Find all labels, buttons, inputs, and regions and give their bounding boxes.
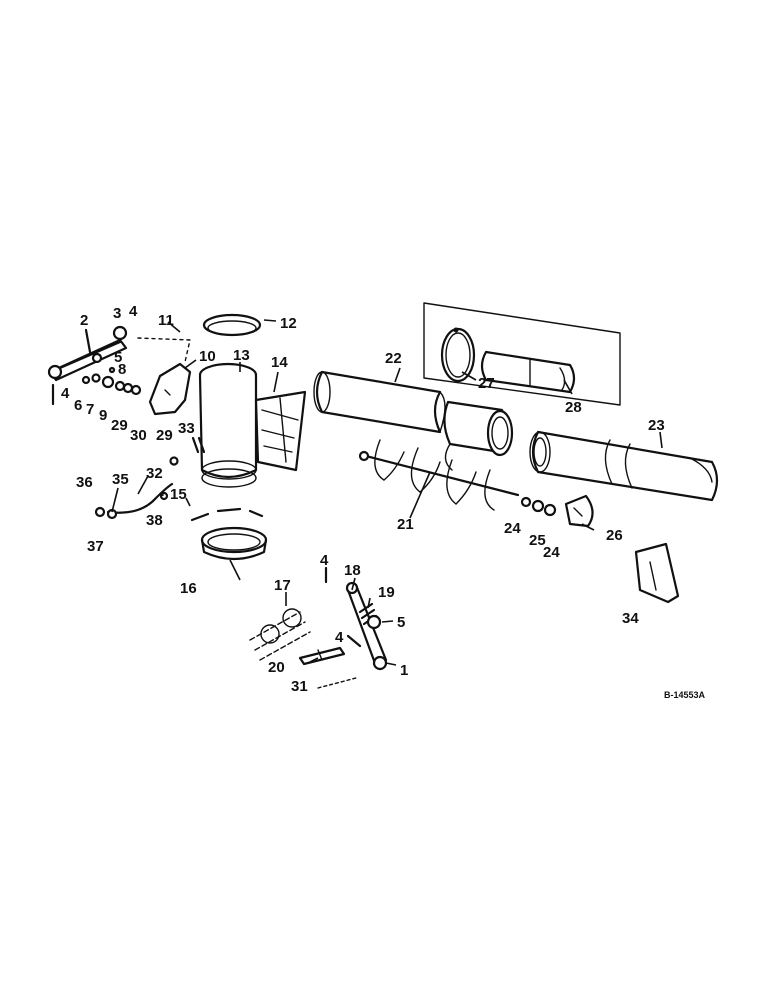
spout-14 bbox=[254, 390, 307, 472]
cover-plate-10 bbox=[148, 362, 192, 416]
callout-26: 26 bbox=[606, 527, 623, 544]
callout-11: 11 bbox=[158, 312, 174, 329]
callout-17: 17 bbox=[274, 577, 291, 594]
callout-8: 8 bbox=[118, 361, 126, 378]
callout-4c: 4 bbox=[320, 552, 329, 569]
callout-4b: 4 bbox=[61, 385, 70, 402]
bolt-4-lower bbox=[324, 566, 362, 648]
callout-23: 23 bbox=[648, 417, 665, 434]
callout-6: 6 bbox=[74, 397, 82, 414]
cap-12 bbox=[202, 313, 262, 337]
tube-flanged bbox=[443, 400, 514, 471]
callout-12: 12 bbox=[280, 315, 297, 332]
callout-25: 25 bbox=[529, 532, 546, 549]
callout-14: 14 bbox=[271, 354, 288, 371]
tube-35 bbox=[106, 482, 174, 514]
callout-9: 9 bbox=[99, 407, 107, 424]
callout-5: 5 bbox=[114, 349, 122, 366]
callout-21: 21 bbox=[397, 516, 414, 533]
sprocket-17 bbox=[249, 608, 311, 661]
callout-32: 32 bbox=[146, 465, 163, 482]
reference-code: B-14553A bbox=[664, 690, 706, 700]
cap-26 bbox=[564, 494, 594, 528]
key-31 bbox=[317, 677, 357, 689]
segments-15 bbox=[190, 507, 264, 522]
bearing-24-25 bbox=[520, 496, 557, 517]
leader-lines bbox=[111, 319, 663, 666]
callout-10: 10 bbox=[199, 348, 216, 365]
chute-34 bbox=[634, 542, 680, 604]
callout-4: 4 bbox=[129, 303, 138, 320]
callout-37: 37 bbox=[87, 538, 104, 555]
fitting-32 bbox=[169, 456, 179, 466]
callout-33: 33 bbox=[178, 420, 195, 437]
tube-23 bbox=[529, 430, 719, 502]
trough-28 bbox=[480, 350, 576, 394]
callout-24b: 24 bbox=[543, 544, 560, 561]
callout-15: 15 bbox=[170, 486, 187, 503]
callout-1: 1 bbox=[400, 662, 408, 679]
callout-30: 30 bbox=[130, 427, 147, 444]
callout-18: 18 bbox=[344, 562, 361, 579]
callout-2: 2 bbox=[80, 312, 88, 329]
shaft-20 bbox=[298, 646, 346, 666]
plate-5-assembly bbox=[47, 338, 128, 406]
callout-7: 7 bbox=[86, 401, 94, 418]
callout-35: 35 bbox=[112, 471, 129, 488]
gasket-11 bbox=[137, 337, 191, 363]
panel-frame bbox=[423, 302, 621, 406]
callout-36: 36 bbox=[76, 474, 93, 491]
callout-27: 27 bbox=[478, 375, 495, 392]
callout-29a: 29 bbox=[111, 417, 128, 434]
callout-20: 20 bbox=[268, 659, 285, 676]
callout-19: 19 bbox=[378, 584, 395, 601]
housing-13 bbox=[198, 362, 258, 488]
band-clamp-27 bbox=[440, 327, 476, 383]
callout-3: 3 bbox=[113, 305, 121, 322]
small-washers-6-7-8-9 bbox=[81, 366, 116, 389]
callout-24a: 24 bbox=[504, 520, 521, 537]
pin-33 bbox=[191, 436, 206, 454]
nuts-29-30 bbox=[114, 380, 142, 396]
callout-16: 16 bbox=[180, 580, 197, 597]
callout-13: 13 bbox=[233, 347, 250, 364]
callout-numbers: 2 3 4 11 12 5 10 13 14 8 4 6 7 9 29 30 2… bbox=[61, 303, 665, 695]
callout-4d: 4 bbox=[335, 629, 344, 646]
washer-3 bbox=[112, 325, 128, 341]
callout-5b: 5 bbox=[397, 614, 405, 631]
callout-31: 31 bbox=[291, 678, 308, 695]
nut-5-lower bbox=[366, 614, 382, 630]
callout-34: 34 bbox=[622, 610, 639, 627]
callout-28: 28 bbox=[565, 399, 582, 416]
ring-16 bbox=[200, 526, 268, 561]
callout-22: 22 bbox=[385, 350, 402, 367]
tube-22 bbox=[313, 370, 446, 434]
callout-38: 38 bbox=[146, 512, 163, 529]
callout-29b: 29 bbox=[156, 427, 173, 444]
